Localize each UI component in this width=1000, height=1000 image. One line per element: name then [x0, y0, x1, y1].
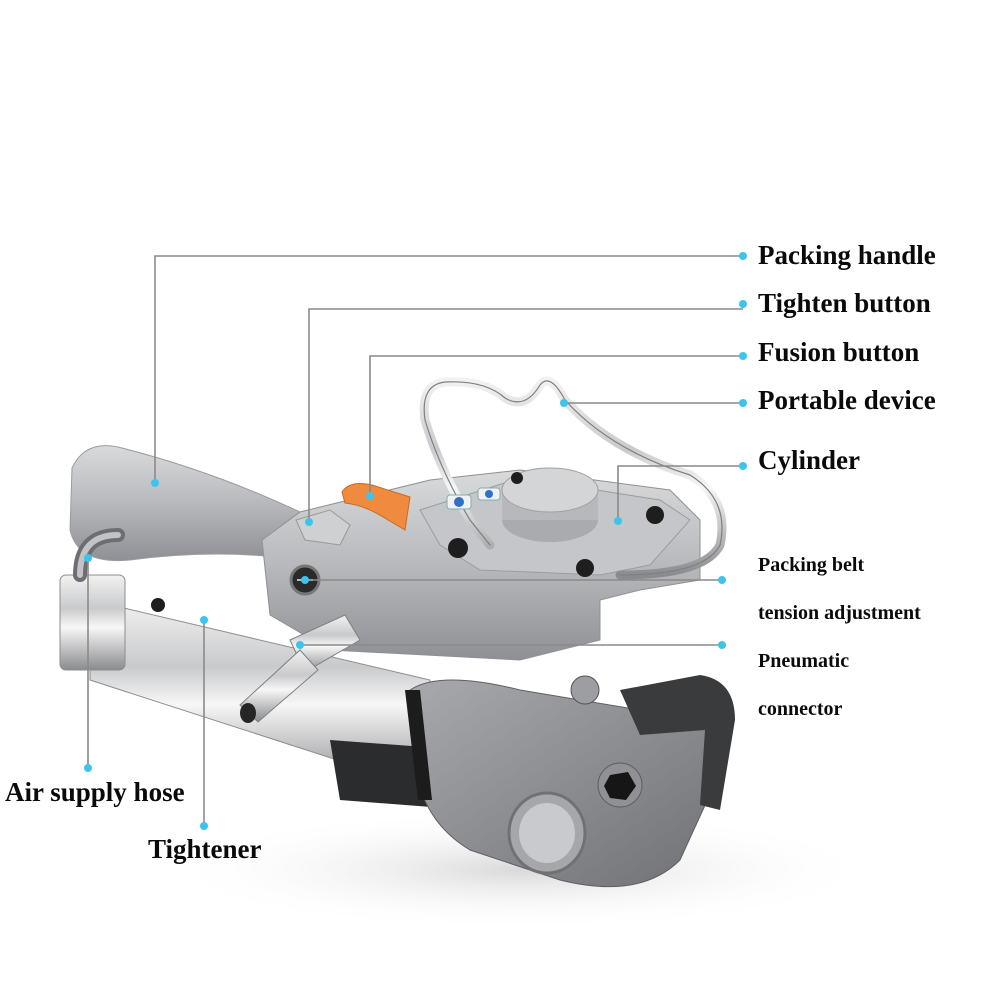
- dot-pneumatic-connector-label: [718, 641, 726, 649]
- wire-handle-edge: [423, 380, 723, 576]
- label-belt-tension-line2: tension adjustment: [758, 602, 921, 624]
- button-sticker-dot: [454, 497, 464, 507]
- dot-portable-device-target: [560, 399, 568, 407]
- dot-air-supply-hose-label: [84, 764, 92, 772]
- label-belt-tension-line1: Packing belt: [758, 554, 865, 576]
- dot-tightener-label: [200, 822, 208, 830]
- cylinder-top: [501, 467, 599, 513]
- dot-tighten-button-label: [739, 300, 747, 308]
- label-portable-device: Portable device: [758, 385, 936, 415]
- leader-line-fusion-button: [369, 355, 743, 496]
- dot-pneumatic-connector-target: [296, 641, 304, 649]
- dot-tighten-button-target: [305, 518, 313, 526]
- bolt: [448, 538, 468, 558]
- leader-line-packing-handle: [154, 255, 743, 483]
- dot-fusion-button-label: [739, 352, 747, 360]
- connector-opening: [240, 703, 256, 723]
- label-fusion-button: Fusion button: [758, 337, 920, 367]
- label-packing-handle: Packing handle: [758, 240, 936, 270]
- floor-shadow: [160, 810, 880, 930]
- barrel-ring: [405, 690, 432, 800]
- bolt: [646, 506, 664, 524]
- dot-cylinder-target: [614, 517, 622, 525]
- dot-belt-tension-label: [718, 576, 726, 584]
- label-tighten-button: Tighten button: [758, 288, 931, 318]
- label-cylinder: Cylinder: [758, 445, 861, 475]
- leader-lines: [87, 255, 743, 826]
- button-sticker-dot: [485, 490, 493, 498]
- leader-line-tighten-button: [308, 308, 743, 522]
- fusion-button-lever: [341, 483, 411, 531]
- barrel-screw: [151, 598, 165, 612]
- dot-fusion-button-target: [366, 492, 374, 500]
- hex-bolt: [604, 772, 636, 800]
- dot-packing-handle-target: [151, 479, 159, 487]
- dot-cylinder-label: [739, 462, 747, 470]
- label-air-supply-hose: Air supply hose: [5, 777, 185, 807]
- pivot-cap-face: [519, 803, 575, 863]
- bolt: [576, 559, 594, 577]
- bearing: [570, 675, 600, 705]
- label-pneumatic-connector-line2: connector: [758, 698, 843, 720]
- leader-line-cylinder: [617, 465, 743, 521]
- dot-portable-device-label: [739, 399, 747, 407]
- cutter-arm: [620, 675, 735, 810]
- air-inlet-block: [59, 574, 126, 671]
- dot-air-supply-hose-target: [84, 554, 92, 562]
- dot-packing-handle-label: [739, 252, 747, 260]
- hose-highlight: [77, 532, 121, 578]
- label-pneumatic-connector-line1: Pneumatic: [758, 650, 850, 672]
- dot-belt-tension-target: [301, 576, 309, 584]
- dot-tightener-target: [200, 616, 208, 624]
- label-tightener: Tightener: [148, 834, 262, 864]
- callout-dots: [84, 252, 747, 830]
- bolt: [511, 472, 523, 484]
